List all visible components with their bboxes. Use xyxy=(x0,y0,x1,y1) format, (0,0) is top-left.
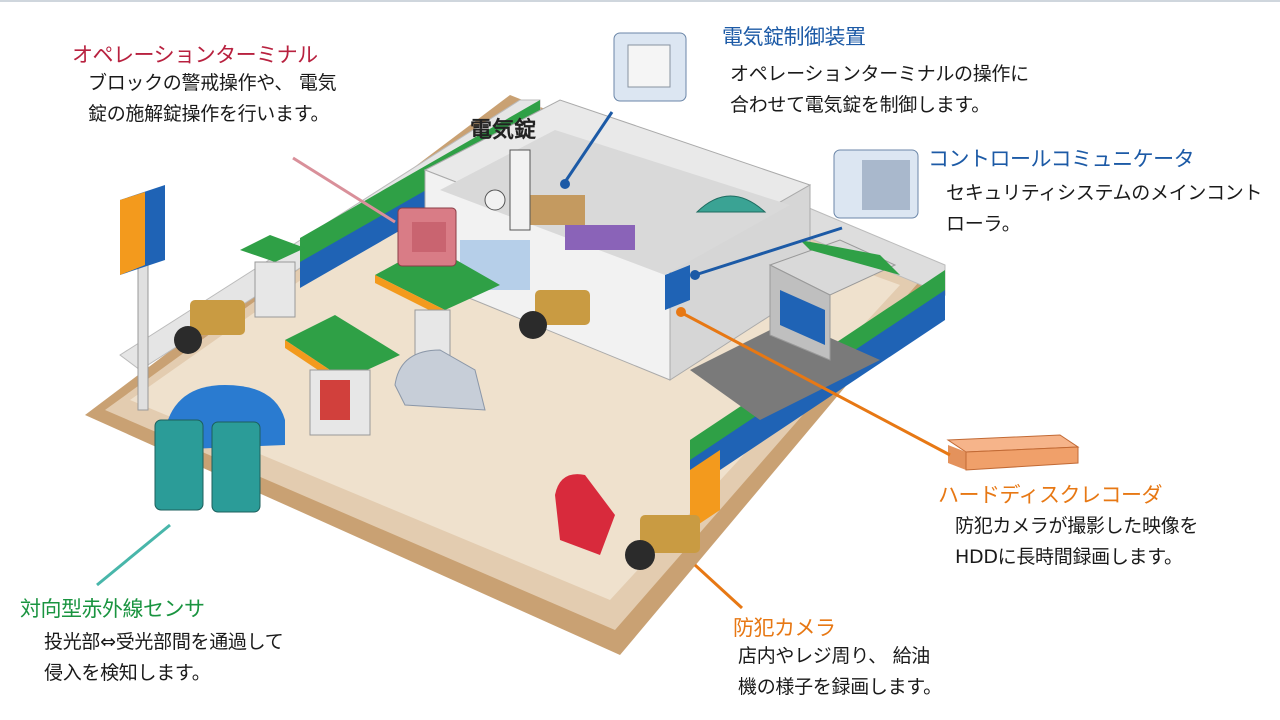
operation-terminal-title: オペレーションターミナル xyxy=(72,43,318,67)
operation-terminal-desc-1: ブロックの警戒操作や、 電気 xyxy=(88,72,337,94)
electric-lock-title: 電気錠 xyxy=(470,118,537,143)
leader-line-lock-controller xyxy=(563,111,614,183)
ir-sensor-desc-1: 投光部⇔受光部間を通過して xyxy=(44,631,284,653)
security-camera-desc-1: 店内やレジ周り、 給油 xyxy=(738,645,930,667)
car-red xyxy=(555,474,615,555)
signpost xyxy=(120,185,165,411)
gravel-area xyxy=(690,320,880,420)
hdd-recorder-icon xyxy=(946,434,1080,471)
operation-terminal-icon xyxy=(397,207,457,267)
ir-sensor-title: 対向型赤外線センサ xyxy=(20,597,205,621)
pump-canopy-1 xyxy=(240,235,305,318)
camera-icon xyxy=(625,515,700,570)
electric-lock-icon xyxy=(484,149,531,231)
security-camera-title: 防犯カメラ xyxy=(733,616,836,640)
hdd-recorder-desc-2: HDDに長時間録画します。 xyxy=(955,546,1183,568)
pump-canopy-3 xyxy=(285,315,400,436)
communicator-icon xyxy=(833,149,919,219)
leader-line-hdd xyxy=(681,311,951,457)
ir-sensor-desc-2: 侵入を検知します。 xyxy=(44,662,211,684)
control-communicator-desc-1: セキュリティシステムのメインコント xyxy=(946,182,1263,204)
car-silver xyxy=(394,349,486,411)
leader-line-camera xyxy=(693,563,744,610)
control-communicator-desc-2: ローラ。 xyxy=(946,213,1021,235)
ir-sensor-units xyxy=(154,419,261,513)
operation-terminal-desc-2: 錠の施解錠操作を行います。 xyxy=(88,103,330,125)
control-communicator-title: コントロールコミュニケータ xyxy=(928,147,1195,171)
leader-dot xyxy=(690,270,700,280)
lock-controller-title: 電気錠制御装置 xyxy=(722,25,866,49)
lock-controller-icon xyxy=(613,32,687,102)
hdd-recorder-title: ハードディスクレコーダ xyxy=(938,483,1163,507)
leader-line-terminal xyxy=(292,156,396,224)
lock-controller-desc-2: 合わせて電気錠を制御します。 xyxy=(730,94,990,116)
car-wash xyxy=(768,239,900,361)
camera-icon xyxy=(174,300,245,354)
leader-dot xyxy=(560,179,570,189)
leader-line-communicator xyxy=(694,226,843,277)
lock-controller-desc-1: オペレーションターミナルの操作に xyxy=(730,63,1029,85)
leader-line-ir-sensor xyxy=(96,523,171,587)
leader-dot xyxy=(676,307,686,317)
dome-camera-icon xyxy=(695,195,767,213)
camera-icon xyxy=(519,290,590,339)
security-camera-desc-2: 機の様子を録画します。 xyxy=(738,676,942,698)
hdd-recorder-desc-1: 防犯カメラが撮影した映像を xyxy=(955,515,1199,537)
